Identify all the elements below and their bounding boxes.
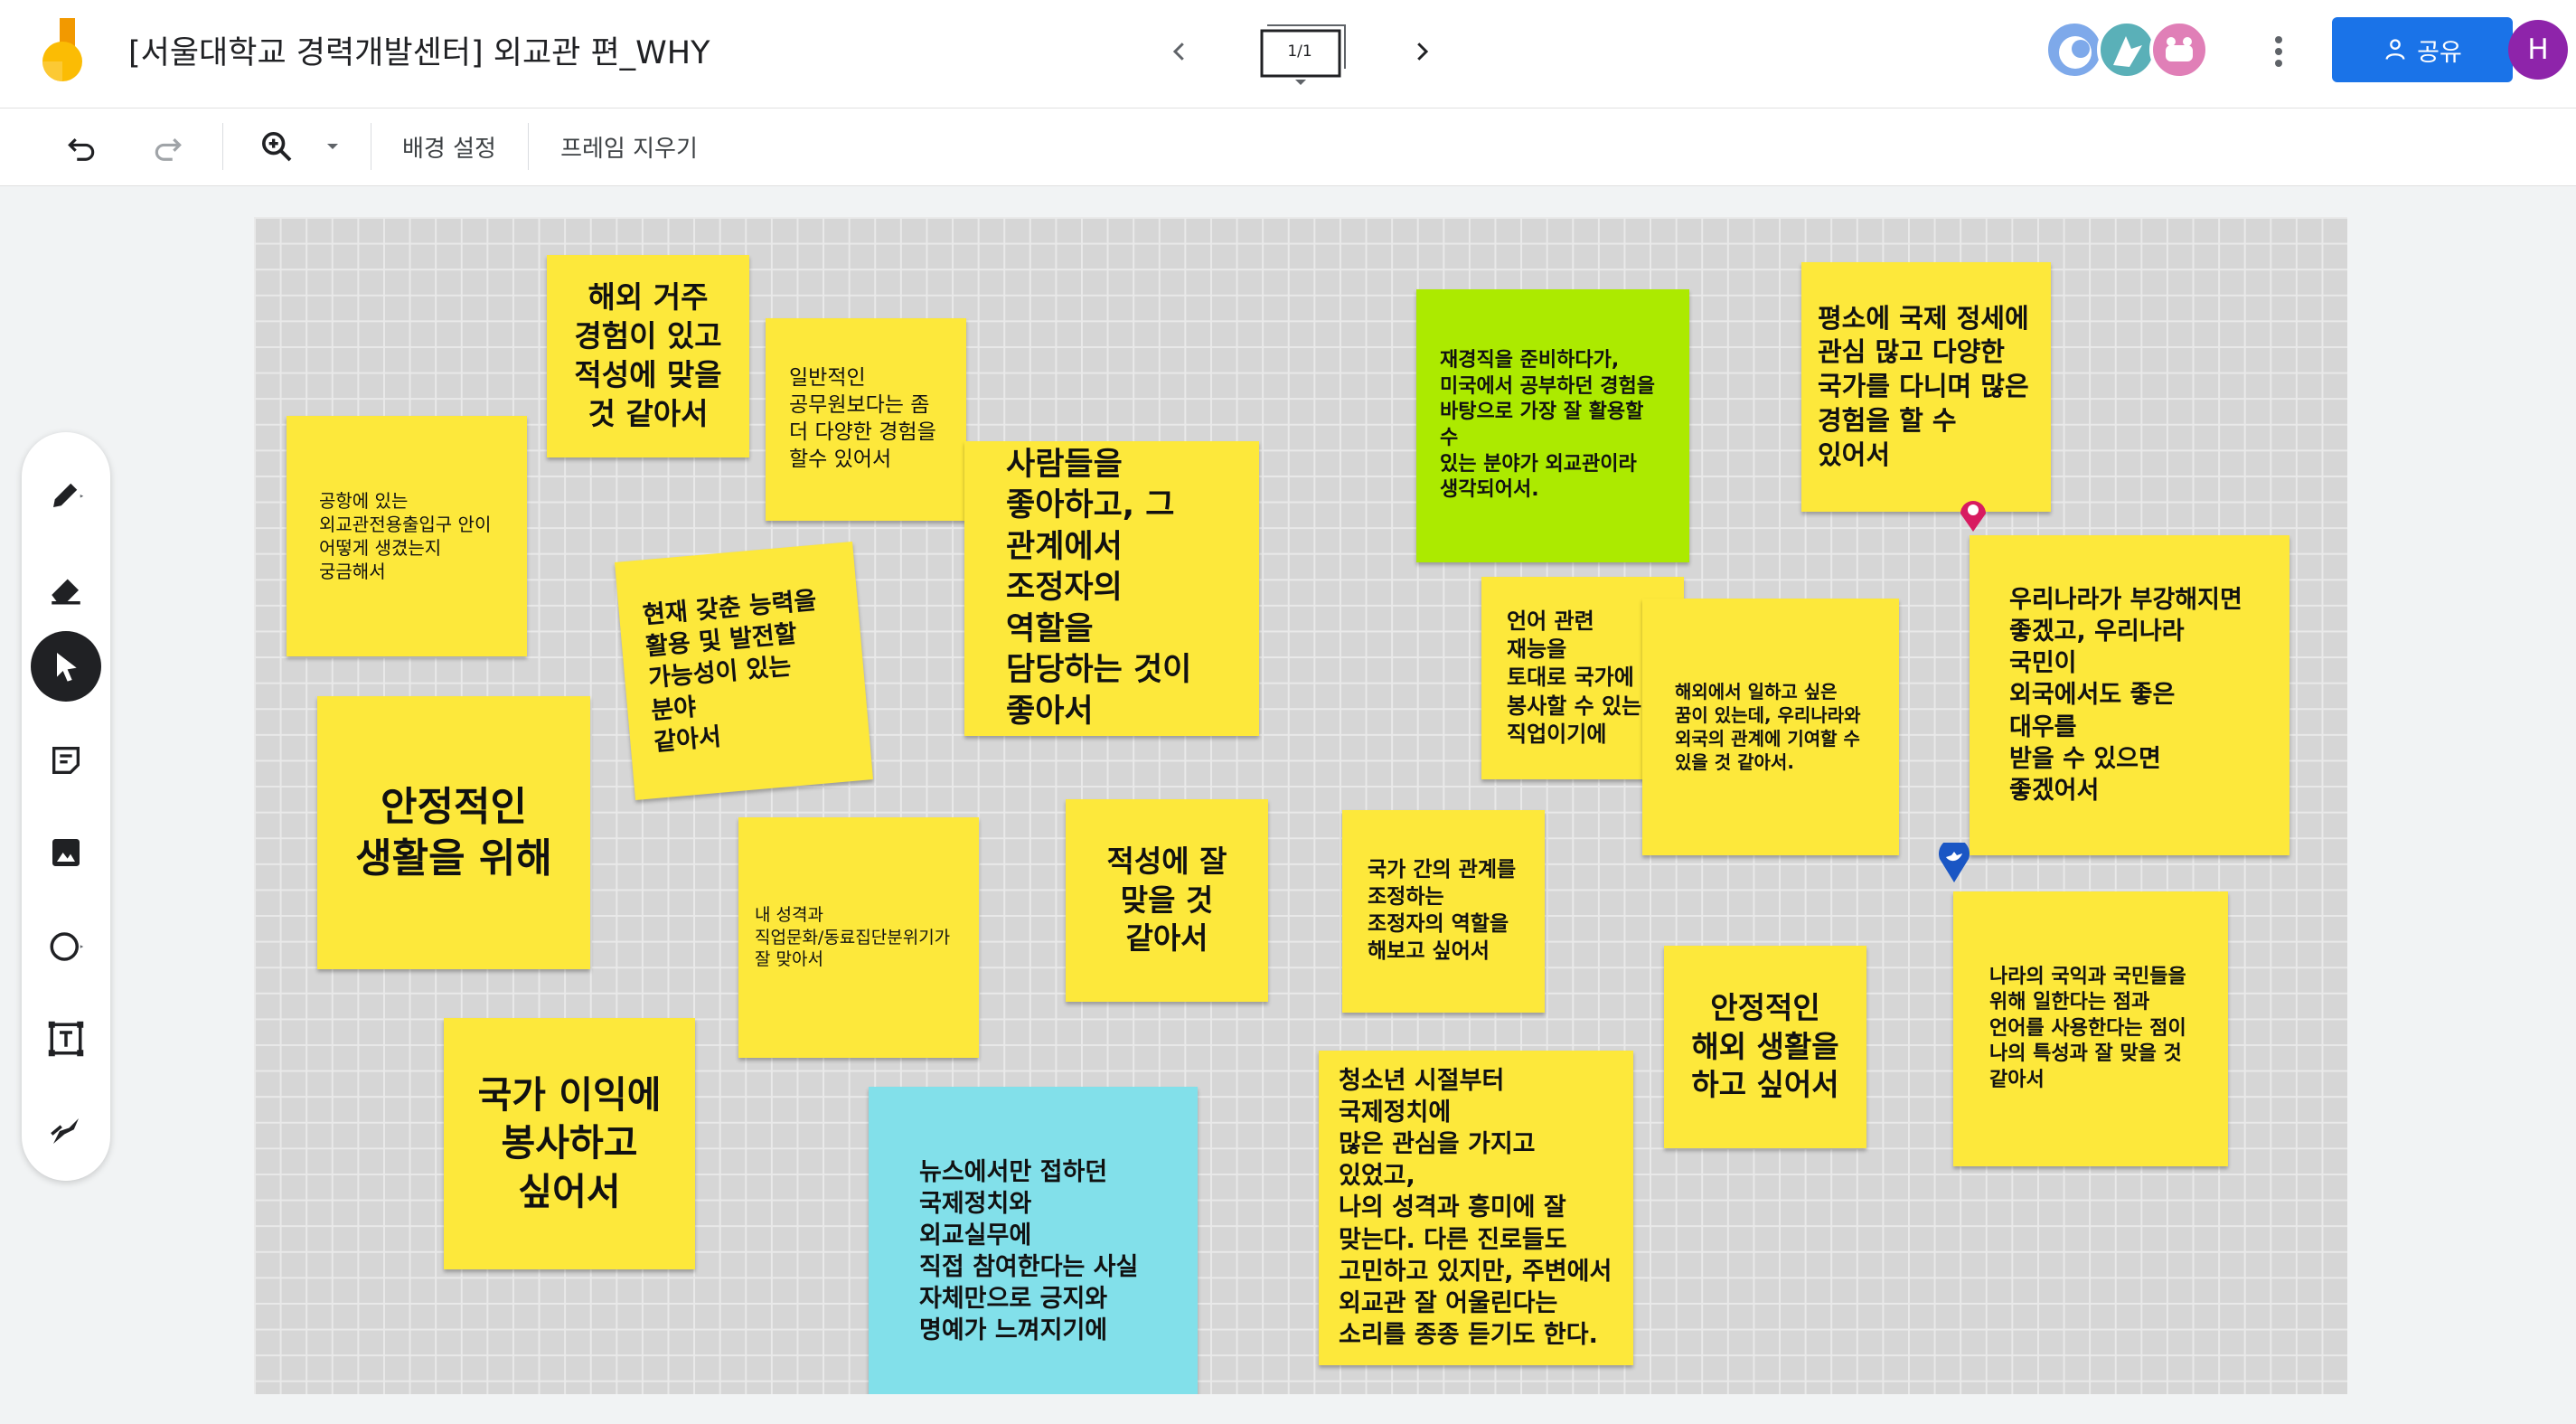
sticky-note[interactable]: 재경직을 준비하다가, 미국에서 공부하던 경험을 바탕으로 가장 잘 활용할 … (1416, 289, 1689, 562)
animal-icon (2113, 36, 2142, 67)
laser-tool[interactable] (31, 1096, 101, 1166)
next-frame-button[interactable] (1401, 31, 1443, 72)
image-tool[interactable] (31, 817, 101, 888)
sticky-note[interactable]: 적성에 잘 맞을 것 같아서 (1066, 799, 1268, 1002)
pen-icon (53, 483, 84, 507)
shape-icon (50, 932, 84, 961)
image-icon (52, 839, 80, 866)
user-avatar[interactable]: H (2508, 20, 2568, 80)
sticky-note[interactable]: 평소에 국제 정세에 관심 많고 다양한 국가를 다니며 많은 경험을 할 수 … (1801, 262, 2051, 512)
sticky-note[interactable]: 국가 이익에 봉사하고 싶어서 (444, 1018, 695, 1269)
caret-down-icon (327, 144, 338, 149)
edit-toolbar: 배경 설정 프레임 지우기 (0, 108, 2576, 186)
chevron-right-icon (1417, 42, 1429, 61)
eraser-icon (52, 579, 80, 605)
location-pin-icon[interactable] (1957, 501, 1989, 537)
sticky-note[interactable]: 뉴스에서만 접하던 국제정치와 외교실무에 직접 참여한다는 사실 자체만으로 … (869, 1087, 1198, 1394)
sticky-note[interactable]: 현재 갖춘 능력을 활용 및 발전할 가능성이 있는 분야 같아서 (614, 541, 874, 801)
select-icon (57, 653, 77, 682)
zoom-dropdown[interactable] (316, 121, 349, 172)
undo-icon (68, 137, 95, 161)
document-title[interactable]: [서울대학교 경력개발센터] 외교관 편_WHY (128, 35, 710, 71)
redo-button[interactable] (141, 121, 195, 172)
zoom-in-icon (262, 132, 292, 162)
undo-button[interactable] (54, 121, 108, 172)
anonymous-animal-avatar[interactable] (2149, 20, 2209, 80)
frame-thumbnail[interactable] (1258, 18, 1349, 89)
shape-tool[interactable] (31, 911, 101, 982)
tool-palette (22, 432, 110, 1181)
more-options-button[interactable] (2256, 29, 2301, 74)
background-settings-button[interactable]: 배경 설정 (390, 121, 508, 172)
top-bar: [서울대학교 경력개발센터] 외교관 편_WHY 1/1 공유 H (0, 0, 2576, 108)
more-vertical-icon (2275, 36, 2282, 67)
sticky-note[interactable]: 우리나라가 부강해지면 좋겠고, 우리나라 국민이 외국에서도 좋은 대우를 받… (1970, 535, 2289, 855)
animal-icon (2166, 37, 2193, 61)
eraser-tool[interactable] (31, 553, 101, 624)
share-person-icon (2385, 39, 2405, 60)
sticky-note[interactable]: 공항에 있는 외교관전용출입구 안이 어떻게 생겼는지 궁금해서 (287, 416, 527, 656)
previous-frame-button[interactable] (1159, 31, 1200, 72)
sticky-note[interactable]: 내 성격과 직업문화/동료집단분위기가 잘 맞아서 (738, 817, 979, 1058)
share-button[interactable]: 공유 (2332, 17, 2513, 82)
text-box-tool[interactable] (31, 1004, 101, 1074)
toolbar-divider (222, 123, 223, 170)
sticky-note[interactable]: 청소년 시절부터 국제정치에 많은 관심을 가지고 있었고, 나의 성격과 흥미… (1319, 1051, 1633, 1365)
sticky-note[interactable]: 나라의 국익과 국민들을 위해 일한다는 점과 언어를 사용한다는 점이 나의 … (1953, 891, 2228, 1166)
chevron-left-icon (1172, 42, 1184, 61)
sticky-note[interactable]: 국가 간의 관계를 조정하는 조정자의 역할을 해보고 싶어서 (1342, 810, 1545, 1013)
text-box-icon (48, 1021, 84, 1057)
jamboard-logo (42, 18, 82, 81)
animal-icon (2059, 36, 2092, 69)
background-settings-label: 배경 설정 (402, 135, 496, 163)
zoom-button[interactable] (249, 121, 304, 172)
redo-icon (155, 137, 182, 161)
sticky-note[interactable]: 안정적인 생활을 위해 (317, 696, 590, 969)
sticky-note-tool[interactable] (31, 725, 101, 796)
anonymous-animal-avatar[interactable] (2045, 20, 2104, 80)
select-tool[interactable] (31, 631, 101, 702)
sticky-note-icon (52, 747, 80, 774)
anonymous-animal-avatar[interactable] (2097, 20, 2157, 80)
location-pin-icon[interactable] (1935, 838, 1973, 886)
sticky-note[interactable]: 일반적인 공무원보다는 좀 더 다양한 경험을 할수 있어서 (766, 318, 966, 521)
sticky-note[interactable]: 해외 거주 경험이 있고 적성에 맞을 것 같아서 (547, 255, 749, 457)
toolbar-divider (528, 123, 529, 170)
collaborator-avatars (2045, 20, 2213, 80)
clear-frame-button[interactable]: 프레임 지우기 (551, 121, 707, 172)
sticky-note[interactable]: 사람들을 좋아하고, 그 관계에서 조정자의 역할을 담당하는 것이 좋아서 (964, 441, 1259, 736)
whiteboard-canvas[interactable]: 해외 거주 경험이 있고 적성에 맞을 것 같아서 일반적인 공무원보다는 좀 … (254, 217, 2347, 1394)
sticky-note[interactable]: 안정적인 해외 생활을 하고 싶어서 (1664, 946, 1866, 1148)
clear-frame-label: 프레임 지우기 (560, 135, 698, 163)
pen-tool[interactable] (31, 459, 101, 530)
laser-icon (51, 1118, 79, 1144)
share-label: 공유 (2417, 38, 2462, 67)
frame-counter: 1/1 (1287, 42, 1312, 61)
sticky-note[interactable]: 해외에서 일하고 싶은 꿈이 있는데, 우리나라와 외국의 관계에 기여할 수 … (1642, 599, 1899, 855)
